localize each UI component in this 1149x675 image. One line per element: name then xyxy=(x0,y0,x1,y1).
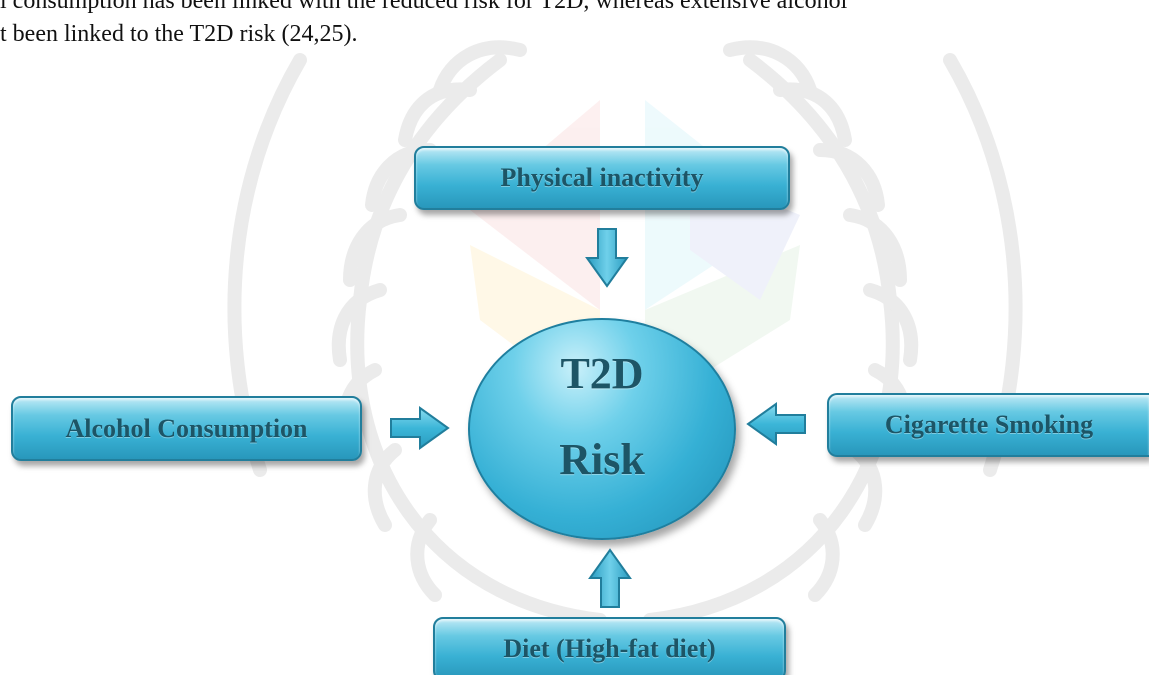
arrow-right-icon xyxy=(390,406,450,450)
arrow-left-icon xyxy=(746,402,806,446)
factor-diet: Diet (High-fat diet) xyxy=(433,617,786,675)
arrow-up-icon xyxy=(588,548,632,608)
factor-cigarette-smoking: Cigarette Smoking xyxy=(827,393,1149,457)
t2d-risk-circle: T2D Risk xyxy=(468,318,736,540)
center-label-line-1: T2D xyxy=(560,349,644,398)
factor-physical-inactivity: Physical inactivity xyxy=(414,146,790,210)
paragraph-line-1: l consumption has been linked with the r… xyxy=(0,0,848,14)
center-label-line-2: Risk xyxy=(559,435,645,484)
paragraph-line-2: t been linked to the T2D risk (24,25). xyxy=(0,21,358,47)
arrow-down-icon xyxy=(585,228,629,288)
factor-alcohol-consumption: Alcohol Consumption xyxy=(11,396,362,461)
